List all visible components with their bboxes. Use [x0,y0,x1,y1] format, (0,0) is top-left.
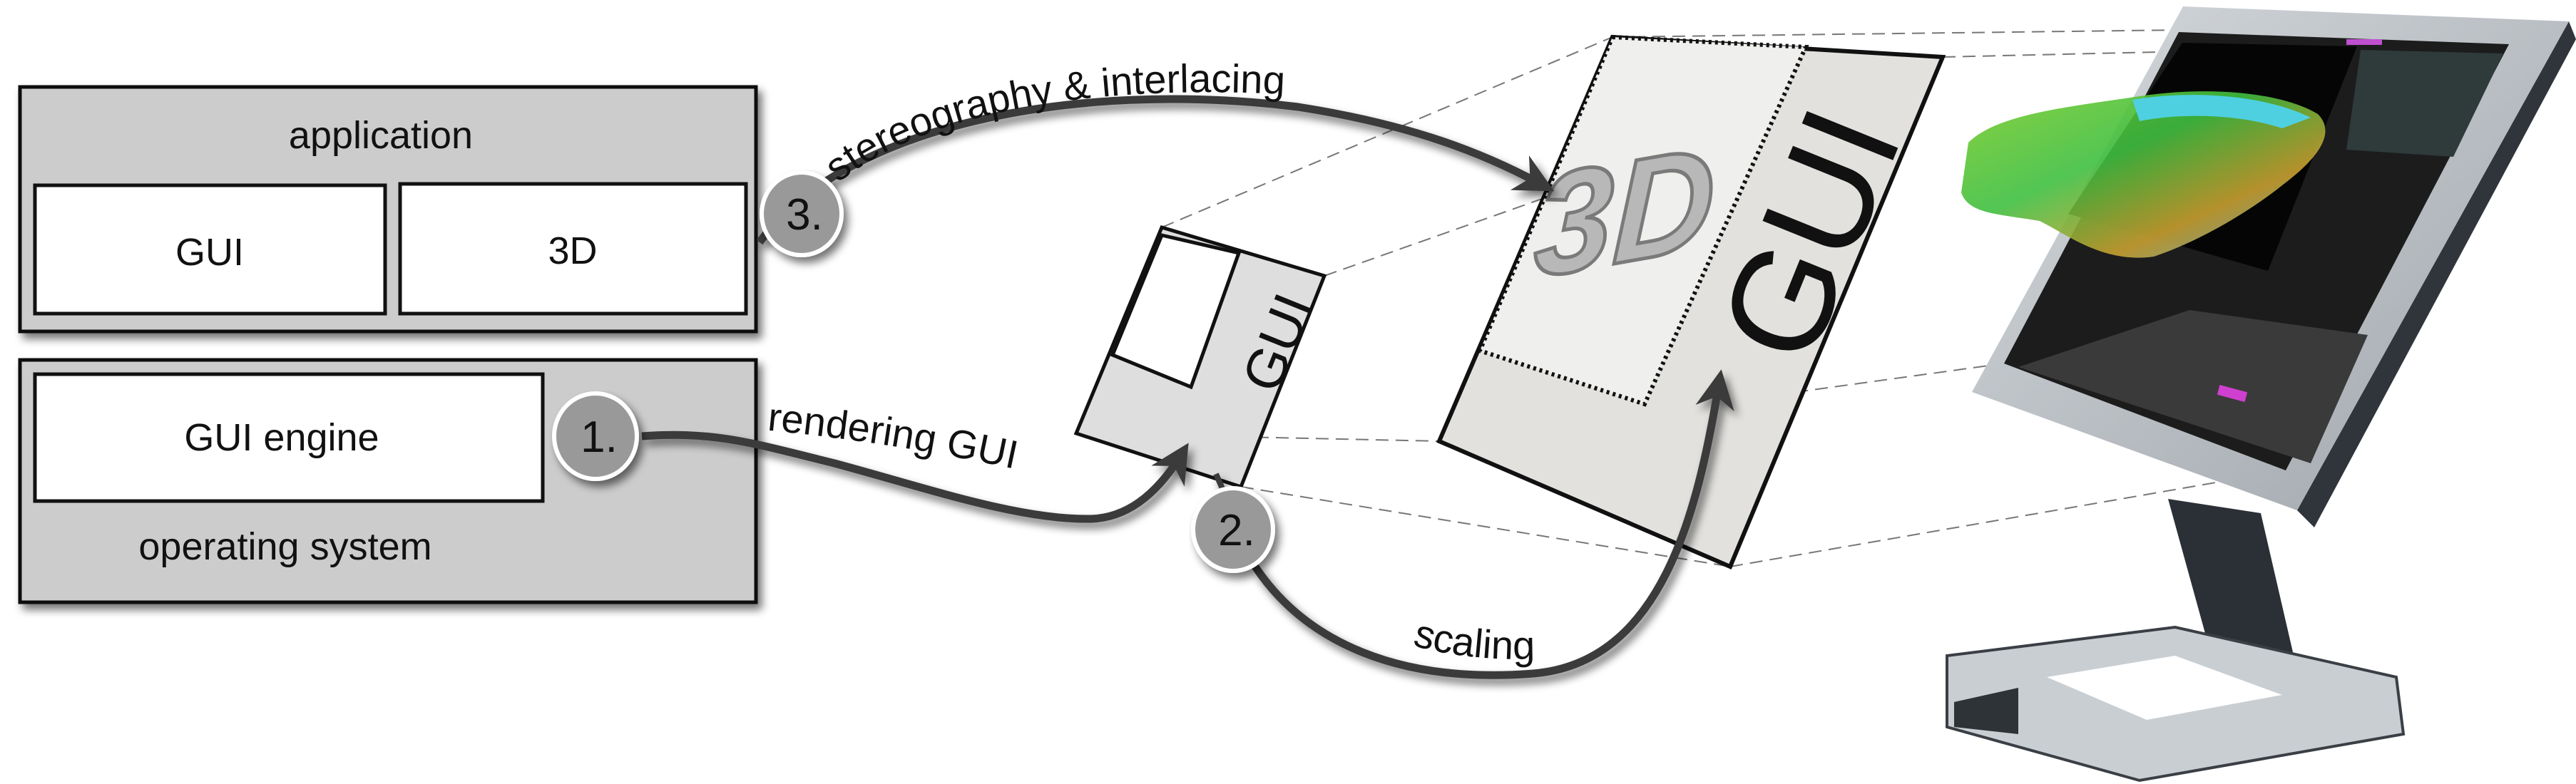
step-1-arrow [641,430,1189,523]
car-model [1961,91,2326,258]
step-3-label: stereography & interlacing [816,56,1286,190]
three-d-box-label: 3D [548,229,597,272]
step-3-label-path: stereography & interlacing [816,56,1286,190]
gui-engine-label: GUI engine [184,416,379,459]
step-3-arrow [756,95,1555,245]
gui-box [33,183,387,316]
step-2-label-path: scaling [1410,610,1535,668]
step-2-number: 2. [1218,506,1255,555]
step-3-badge [760,170,844,257]
step-1-label: rendering GUI [766,394,1022,478]
step-2-badge [1191,486,1275,573]
large-card-3d-label: 3D [1532,115,1717,309]
step-1-number: 1. [581,413,618,462]
monitor-illustration [1946,6,2576,783]
step-3-number: 3. [786,190,823,239]
large-card-3d-region [1476,34,1809,407]
operating-system-label: operating system [138,525,431,568]
small-card-window [1110,233,1242,390]
gui-box-label: GUI [175,231,244,274]
large-gui-card [1436,34,1946,569]
step-1-badge [552,391,639,481]
application-label: application [289,114,473,157]
gui-engine-box [33,372,545,503]
step-1-label-path: rendering GUI [766,394,1022,478]
step-2-label: scaling [1410,610,1535,668]
three-d-box [398,182,748,316]
